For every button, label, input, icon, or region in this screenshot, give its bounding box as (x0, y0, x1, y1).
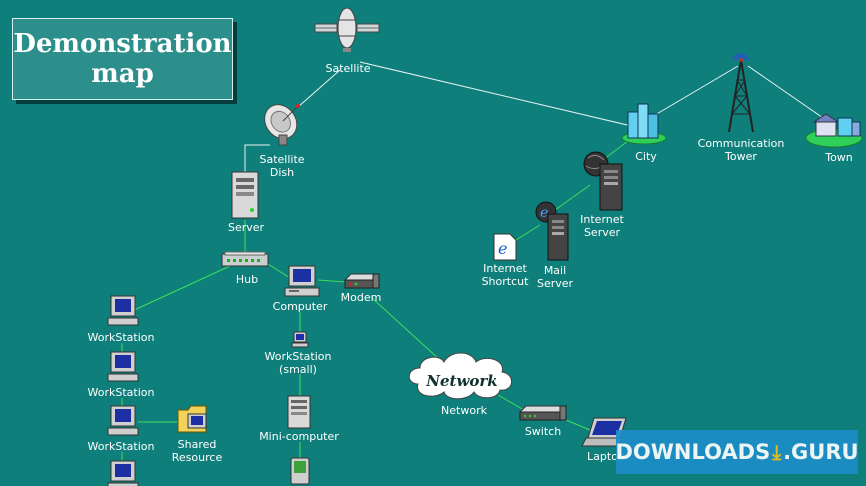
label-internet-server: Internet Server (580, 213, 624, 239)
label-shared-resource: Shared Resource (171, 438, 223, 464)
network-cloud-label: Network (426, 372, 498, 390)
label-modem: Modem (340, 291, 382, 304)
label-hub: Hub (235, 273, 259, 286)
label-workstation-3: WorkStation (87, 440, 155, 453)
label-workstation-2: WorkStation (87, 386, 155, 399)
workstation-small-icon[interactable] (291, 331, 309, 348)
label-satellite-dish: Satellite Dish (259, 153, 305, 179)
svg-text:e: e (498, 239, 507, 258)
satellite-dish-icon[interactable] (258, 98, 303, 146)
label-laptop: Laptop (587, 450, 625, 463)
link-network-switch (497, 394, 525, 411)
link-modem-network (371, 297, 441, 361)
label-city: City (635, 150, 657, 163)
hub-icon[interactable] (221, 251, 269, 267)
modem-icon[interactable] (343, 273, 381, 289)
label-town: Town (825, 151, 853, 164)
link-computer-modem (317, 279, 346, 283)
label-switch: Switch (524, 425, 562, 438)
label-computer: Computer (272, 300, 328, 313)
switch-icon[interactable] (518, 405, 568, 421)
watermark-left-text: DOWNLOADS (615, 440, 771, 464)
label-communication-tower: Communication Tower (697, 137, 785, 163)
downloads-guru-watermark: DOWNLOADS ⤓ .GURU (615, 430, 859, 474)
mail-server-icon[interactable]: e (535, 201, 569, 261)
label-workstation-1: WorkStation (87, 331, 155, 344)
link-dish-server (244, 144, 270, 175)
label-satellite: Satellite (325, 62, 371, 75)
svg-text:e: e (540, 205, 548, 221)
satellite-icon[interactable] (314, 7, 380, 52)
link-satellite-dish (297, 69, 341, 108)
internet-server-icon[interactable] (583, 151, 623, 211)
workstation-4-icon[interactable] (107, 460, 139, 486)
label-workstation-small: WorkStation (small) (264, 350, 332, 376)
label-internet-shortcut: Internet Shortcut (481, 262, 529, 288)
label-mail-server: Mail Server (536, 264, 574, 290)
internet-shortcut-icon[interactable]: e (493, 233, 517, 261)
communication-tower-icon[interactable] (728, 53, 754, 133)
link-tower-town (747, 65, 827, 121)
workstation-2-icon[interactable] (107, 351, 139, 382)
label-network: Network (441, 404, 487, 417)
network-cloud-icon[interactable] (408, 352, 512, 400)
link-hub-ws1 (129, 265, 231, 313)
label-server: Server (227, 221, 265, 234)
mini-computer-icon[interactable] (287, 395, 311, 429)
map-title-line2: map (91, 59, 154, 89)
workstation-1-icon[interactable] (107, 295, 139, 326)
computer-icon[interactable] (284, 265, 320, 297)
shared-resource-icon[interactable] (177, 405, 207, 433)
town-icon[interactable] (805, 113, 863, 148)
workstation-3-icon[interactable] (107, 405, 139, 436)
link-satellite-city (359, 61, 641, 129)
map-title-line1: Demonstration (13, 29, 232, 59)
map-title: Demonstration map (12, 18, 233, 100)
link-city-tower (654, 65, 739, 116)
handheld-icon[interactable] (290, 457, 310, 485)
label-mini-computer: Mini-computer (259, 430, 339, 443)
download-arrow-icon: ⤓ (772, 440, 782, 464)
link-switch-laptop (565, 419, 591, 431)
city-icon[interactable] (621, 103, 667, 145)
link-hub-computer (267, 263, 291, 279)
server-icon[interactable] (231, 171, 259, 219)
watermark-right-text: .GURU (783, 440, 859, 464)
